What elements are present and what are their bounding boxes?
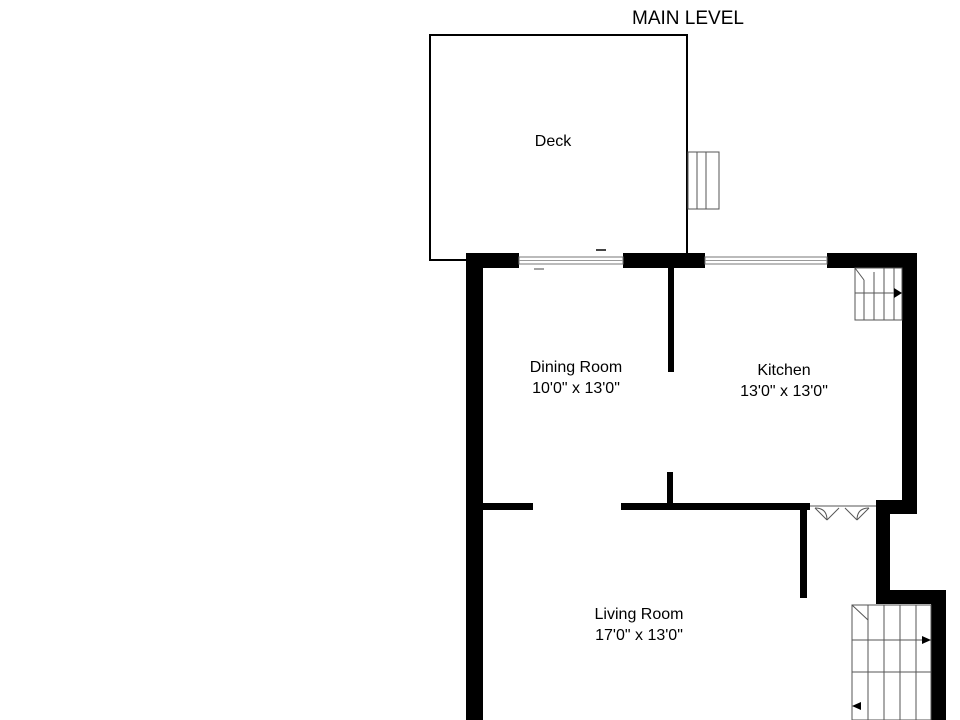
room-dimensions-living: 17'0" x 13'0" [595,627,683,644]
floor-plan-title: MAIN LEVEL [632,8,744,29]
living-stairs [851,604,932,720]
deck [429,34,720,261]
kitchen-stairs [854,267,903,321]
kitchen-stairs-arrow-icon [894,288,902,298]
living-stairs-arrow-up-icon [922,636,931,644]
room-name-living: Living Room [595,606,684,623]
living-stairs-arrow-down-icon [852,702,861,710]
room-name-dining: Dining Room [530,359,622,376]
deck-steps [687,151,720,210]
closet-doors [810,505,876,521]
interior-walls [483,267,890,598]
room-dimensions-kitchen: 13'0" x 13'0" [740,383,828,400]
room-name-kitchen: Kitchen [757,362,810,379]
room-dimensions-dining: 10'0" x 13'0" [532,380,620,397]
room-name-deck: Deck [535,133,572,150]
sliding-door-kitchen [704,256,828,265]
exterior-walls [466,253,946,720]
sliding-door-dining [518,249,624,270]
